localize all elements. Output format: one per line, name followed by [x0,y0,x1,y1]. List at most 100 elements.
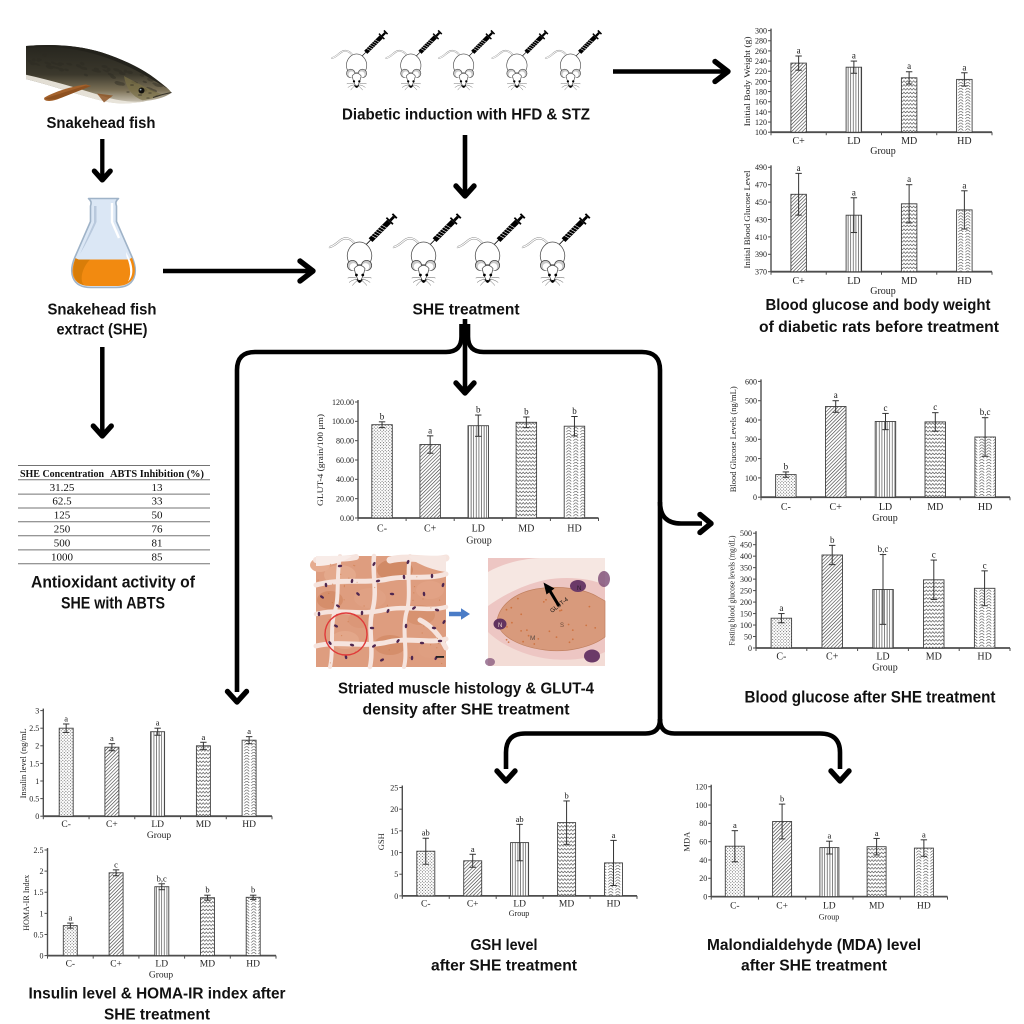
svg-text:280: 280 [755,37,767,46]
svg-text:1.5: 1.5 [34,888,44,897]
svg-text:LD: LD [823,902,836,912]
svg-text:ab: ab [422,828,430,838]
svg-text:a: a [471,844,475,854]
svg-text:MD: MD [926,652,942,663]
svg-text:2: 2 [35,742,39,751]
svg-text:Group: Group [872,663,898,674]
svg-text:b: b [205,885,209,895]
svg-text:c: c [114,859,118,869]
svg-text:density after SHE treatment: density after SHE treatment [363,702,571,719]
svg-text:0.5: 0.5 [34,930,44,939]
svg-text:b: b [476,405,481,415]
svg-text:20: 20 [390,805,398,814]
svg-text:50: 50 [744,632,752,641]
svg-text:40: 40 [699,856,707,865]
svg-text:33: 33 [152,496,164,508]
svg-text:MD: MD [196,820,211,830]
svg-text:after SHE treatment: after SHE treatment [741,958,888,975]
svg-text:Initial Blood Glucose Level: Initial Blood Glucose Level [742,170,752,269]
svg-text:a: a [201,732,205,742]
svg-text:200: 200 [740,598,752,607]
svg-text:C+: C+ [792,136,805,147]
svg-text:100: 100 [695,801,707,810]
svg-text:500: 500 [740,529,752,538]
svg-text:MD: MD [559,900,574,910]
svg-text:350: 350 [740,564,752,573]
svg-text:HD: HD [246,960,260,970]
svg-text:Fasting blood glucose levels (: Fasting blood glucose levels (mg/dL) [727,535,737,645]
svg-text:GLUT-4 (grain/100 μm): GLUT-4 (grain/100 μm) [315,414,325,506]
svg-text:450: 450 [740,541,752,550]
svg-text:a: a [779,603,783,613]
svg-text:a: a [797,163,801,173]
svg-text:60.00: 60.00 [336,456,354,465]
svg-text:140: 140 [755,108,767,117]
svg-text:LD: LD [155,960,168,970]
svg-text:0: 0 [40,952,44,961]
svg-text:a: a [64,713,68,723]
svg-text:250: 250 [54,524,71,536]
svg-text:500: 500 [745,397,757,406]
svg-text:2: 2 [40,867,44,876]
svg-text:120.00: 120.00 [332,398,354,407]
svg-text:a: a [962,180,966,190]
svg-text:C-: C- [377,524,387,535]
svg-text:125: 125 [54,510,71,522]
svg-text:C-: C- [421,900,431,910]
svg-text:450: 450 [755,198,767,207]
svg-text:Group: Group [870,146,896,157]
svg-text:c: c [933,402,937,412]
svg-text:Malondialdehyde (MDA) level: Malondialdehyde (MDA) level [707,937,921,954]
svg-text:25: 25 [390,783,398,792]
svg-text:a: a [852,187,856,197]
svg-text:HD: HD [957,276,971,287]
svg-text:SHE with ABTS: SHE with ABTS [61,594,165,613]
svg-text:470: 470 [755,181,767,190]
svg-text:490: 490 [755,163,767,172]
svg-text:a: a [852,51,856,61]
svg-text:a: a [875,828,879,838]
svg-text:HD: HD [242,820,256,830]
svg-text:85: 85 [152,551,164,563]
svg-text:160: 160 [755,98,767,107]
svg-text:C+: C+ [467,900,479,910]
svg-text:HD: HD [567,524,581,535]
svg-text:Insulin level (ng/mL: Insulin level (ng/mL [19,728,28,798]
svg-text:1.5: 1.5 [29,759,39,768]
svg-text:Group: Group [819,913,839,922]
svg-text:C-: C- [776,652,786,663]
svg-text:3: 3 [35,707,39,716]
svg-text:LD: LD [879,502,892,513]
svg-text:a: a [110,733,114,743]
svg-text:20.00: 20.00 [336,495,354,504]
svg-text:C+: C+ [106,820,118,830]
svg-text:260: 260 [755,47,767,56]
svg-text:220: 220 [755,67,767,76]
svg-text:c: c [983,560,987,570]
svg-text:Group: Group [509,909,529,918]
svg-text:500: 500 [54,537,71,549]
svg-text:300: 300 [740,575,752,584]
svg-text:b,c: b,c [980,407,991,417]
svg-text:b: b [380,411,385,421]
svg-text:a: a [907,174,911,184]
svg-text:Blood glucose and body weight: Blood glucose and body weight [766,297,992,314]
svg-text:Group: Group [149,971,174,981]
svg-text:100: 100 [740,621,752,630]
svg-text:b,c: b,c [878,544,889,554]
svg-text:Insulin level & HOMA-IR index: Insulin level & HOMA-IR index after [29,986,286,1003]
svg-text:MDA: MDA [682,831,692,852]
svg-text:13: 13 [152,482,164,494]
svg-text:100.00: 100.00 [332,417,354,426]
svg-text:MD: MD [901,276,917,287]
svg-text:C+: C+ [826,652,839,663]
svg-text:b,c: b,c [157,873,167,883]
svg-text:1: 1 [40,909,44,918]
svg-text:HD: HD [977,652,991,663]
svg-text:200: 200 [755,77,767,86]
svg-text:80.00: 80.00 [336,437,354,446]
svg-text:a: a [834,390,838,400]
svg-text:a: a [612,830,616,840]
svg-text:10: 10 [390,848,398,857]
svg-text:MD: MD [518,524,534,535]
